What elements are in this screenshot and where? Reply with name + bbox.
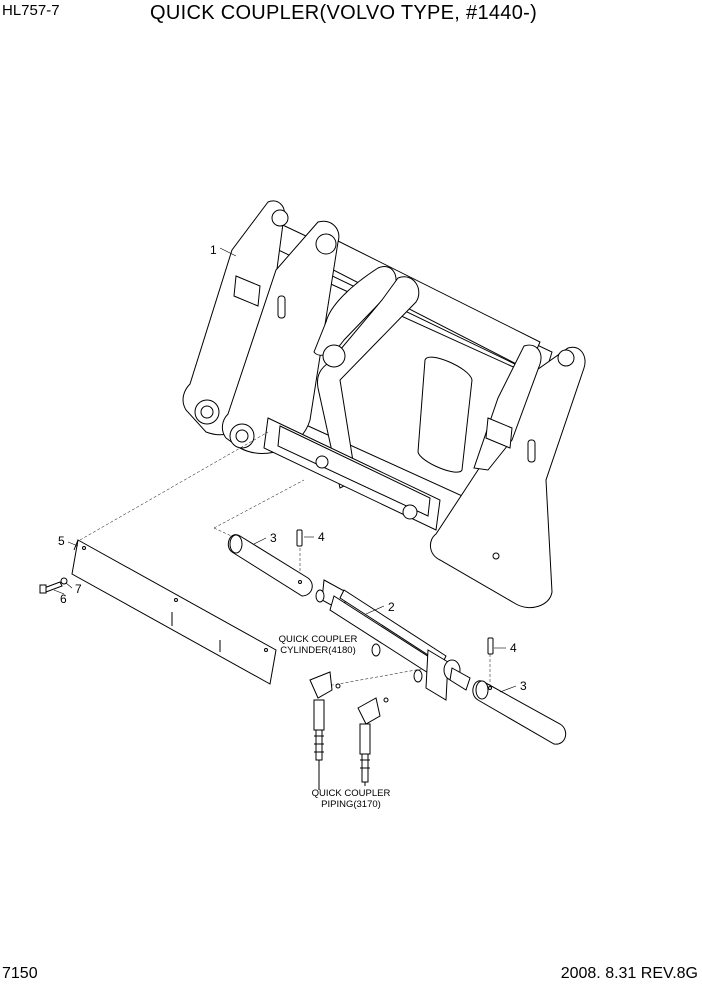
- callout-1: 1: [210, 243, 217, 257]
- wedge-pin-upper: [227, 534, 313, 597]
- callout-4-lower: 4: [510, 641, 517, 655]
- page-title: QUICK COUPLER(VOLVO TYPE, #1440-): [150, 2, 538, 24]
- note-cylinder-line1: QUICK COUPLER: [279, 634, 358, 645]
- page-number: 7150: [2, 965, 38, 982]
- hose-left: [309, 671, 333, 790]
- cover-plate: [71, 539, 277, 685]
- leader-3a: [253, 537, 267, 545]
- note-cylinder-line2: CYLINDER(4180): [280, 645, 356, 656]
- callout-4-upper: 4: [318, 530, 325, 544]
- note-piping-line1: QUICK COUPLER: [312, 788, 391, 799]
- wedge-pin-lower: [472, 680, 567, 745]
- hose-right: [357, 697, 381, 786]
- callout-7: 7: [75, 582, 82, 596]
- leader-5: [67, 541, 79, 547]
- o-ring-right: [383, 697, 389, 703]
- spring-pin-upper: [296, 529, 303, 547]
- bolt-and-washer: [39, 577, 68, 594]
- o-ring-left: [335, 683, 341, 689]
- note-piping-line2: PIPING(3170): [321, 799, 381, 810]
- coupler-frame: [182, 200, 586, 608]
- leader-2: [365, 605, 385, 615]
- assembly-line-plate: [79, 431, 269, 541]
- leader-3b: [499, 685, 517, 693]
- leader-7: [65, 582, 73, 589]
- coupler-cylinder: [315, 579, 471, 701]
- callout-2: 2: [388, 600, 395, 614]
- callout-6: 6: [60, 592, 67, 606]
- assembly-line-pin: [213, 479, 305, 529]
- spring-pin-lower: [487, 637, 494, 655]
- callout-3-lower: 3: [520, 679, 527, 693]
- revision-date: 2008. 8.31 REV.8G: [560, 965, 698, 982]
- callout-3-upper: 3: [270, 531, 277, 545]
- model-code: HL757-7: [2, 2, 60, 19]
- leader-6: [53, 589, 65, 595]
- leader-1: [219, 247, 237, 257]
- callout-5: 5: [58, 534, 65, 548]
